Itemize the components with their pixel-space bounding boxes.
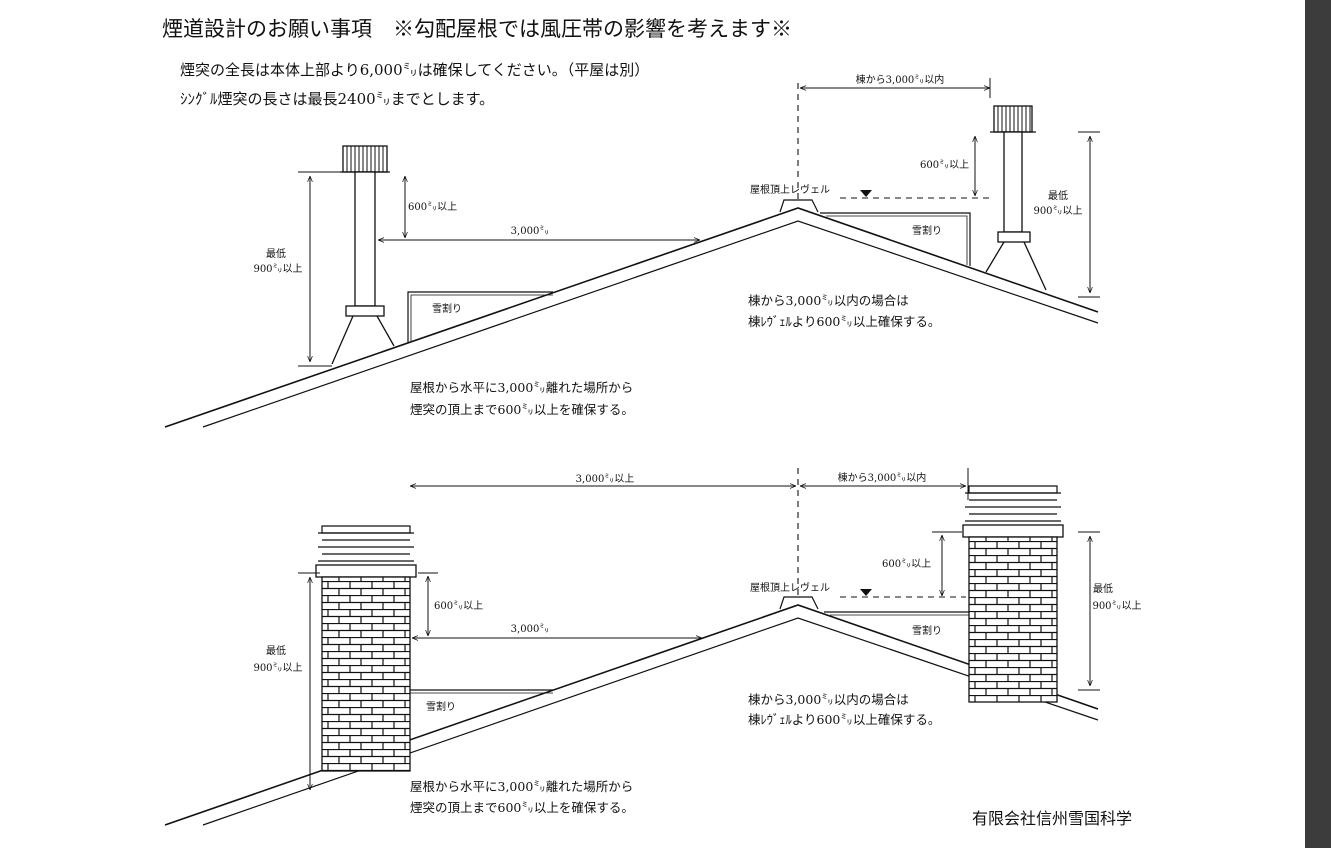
bottom-right-600-label: 600㍉以上 [882, 558, 931, 570]
note-single-chimney: ｼﾝｸﾞﾙ煙突の長さは最長2400㍉までとします。 [180, 90, 494, 108]
bottom-caption-left-2: 煙突の頂上まで600㍉以上を確保する。 [410, 800, 634, 815]
bottom-right-min-value: 900㍉以上 [1092, 600, 1141, 612]
note-total-length: 煙突の全長は本体上部より6,000㍉は確保してください。（平屋は別） [180, 61, 649, 79]
top-roof-diagram: 最低 900㍉以上 600㍉以上 3,000㍉ 雪割り 棟から3,000㍉以内 … [164, 73, 1100, 428]
top-roof-outer [164, 207, 1099, 428]
bottom-from-ridge-label: 棟から3,000㍉以内 [838, 471, 927, 484]
bottom-level-marker-icon [860, 589, 872, 596]
bottom-roof-diagram: 3,000㍉以上 棟から3,000㍉以内 最低 900㍉以上 600㍉以上 3,… [164, 468, 1142, 826]
bottom-left-min-label: 最低 [266, 644, 286, 657]
top-right-chimney [985, 105, 1047, 291]
bottom-left-brick-chimney [315, 525, 417, 772]
top-left-snow-guard-label: 雪割り [432, 302, 462, 315]
bottom-ridge-cap [779, 596, 819, 610]
bottom-caption-right-1: 棟から3,000㍉以内の場合は [748, 692, 909, 707]
top-right-min-label: 最低 [1048, 189, 1068, 202]
page-title: 煙道設計のお願い事項 ※勾配屋根では風圧帯の影響を考えます※ [162, 17, 792, 41]
top-right-min-value: 900㍉以上 [1033, 205, 1082, 217]
bottom-right-brick-chimney [962, 485, 1064, 703]
bottom-ridge-level-label: 屋根頂上レヴェル [750, 581, 830, 594]
company-name: 有限会社信州雪国科学 [972, 809, 1132, 828]
top-ridge-level-label: 屋根頂上レヴェル [750, 183, 830, 196]
top-roof-inner [202, 220, 1099, 428]
top-right-snow-guard-label: 雪割り [912, 224, 942, 237]
bottom-horizontal-3000-label: 3,000㍉ [511, 623, 550, 635]
top-caption-left-1: 屋根から水平に3,000㍉離れた場所から [410, 380, 633, 395]
bottom-caption-left-1: 屋根から水平に3,000㍉離れた場所から [410, 779, 633, 794]
top-left-chimney [331, 145, 395, 365]
top-left-min-label: 最低 [266, 247, 286, 260]
bottom-left-min-value: 900㍉以上 [253, 662, 302, 674]
viewer-background [1305, 0, 1331, 848]
top-caption-left-2: 煙突の頂上まで600㍉以上を確保する。 [410, 402, 634, 417]
top-left-min-value: 900㍉以上 [253, 263, 302, 275]
bottom-caption-right-2: 棟ﾚｳﾞｪﾙより600㍉以上確保する。 [748, 712, 940, 727]
top-level-marker-icon [860, 190, 872, 197]
top-from-ridge-label: 棟から3,000㍉以内 [856, 73, 945, 86]
bottom-left-600-label: 600㍉以上 [434, 600, 483, 612]
top-right-600-label: 600㍉以上 [920, 159, 969, 171]
bottom-right-min-label: 最低 [1093, 582, 1113, 595]
top-left-snow-guard [407, 291, 553, 342]
bottom-span-3000-label: 3,000㍉以上 [576, 473, 635, 485]
bottom-left-snow-guard-label: 雪割り [426, 700, 456, 713]
top-right-snow-guard [820, 212, 971, 266]
bottom-right-snow-guard-label: 雪割り [912, 624, 942, 637]
top-horizontal-3000-label: 3,000㍉ [511, 225, 550, 237]
top-left-600-label: 600㍉以上 [408, 201, 457, 213]
top-caption-right-1: 棟から3,000㍉以内の場合は [748, 293, 909, 308]
top-ridge-cap [779, 199, 819, 213]
top-caption-right-2: 棟ﾚｳﾞｪﾙより600㍉以上確保する。 [748, 314, 940, 329]
